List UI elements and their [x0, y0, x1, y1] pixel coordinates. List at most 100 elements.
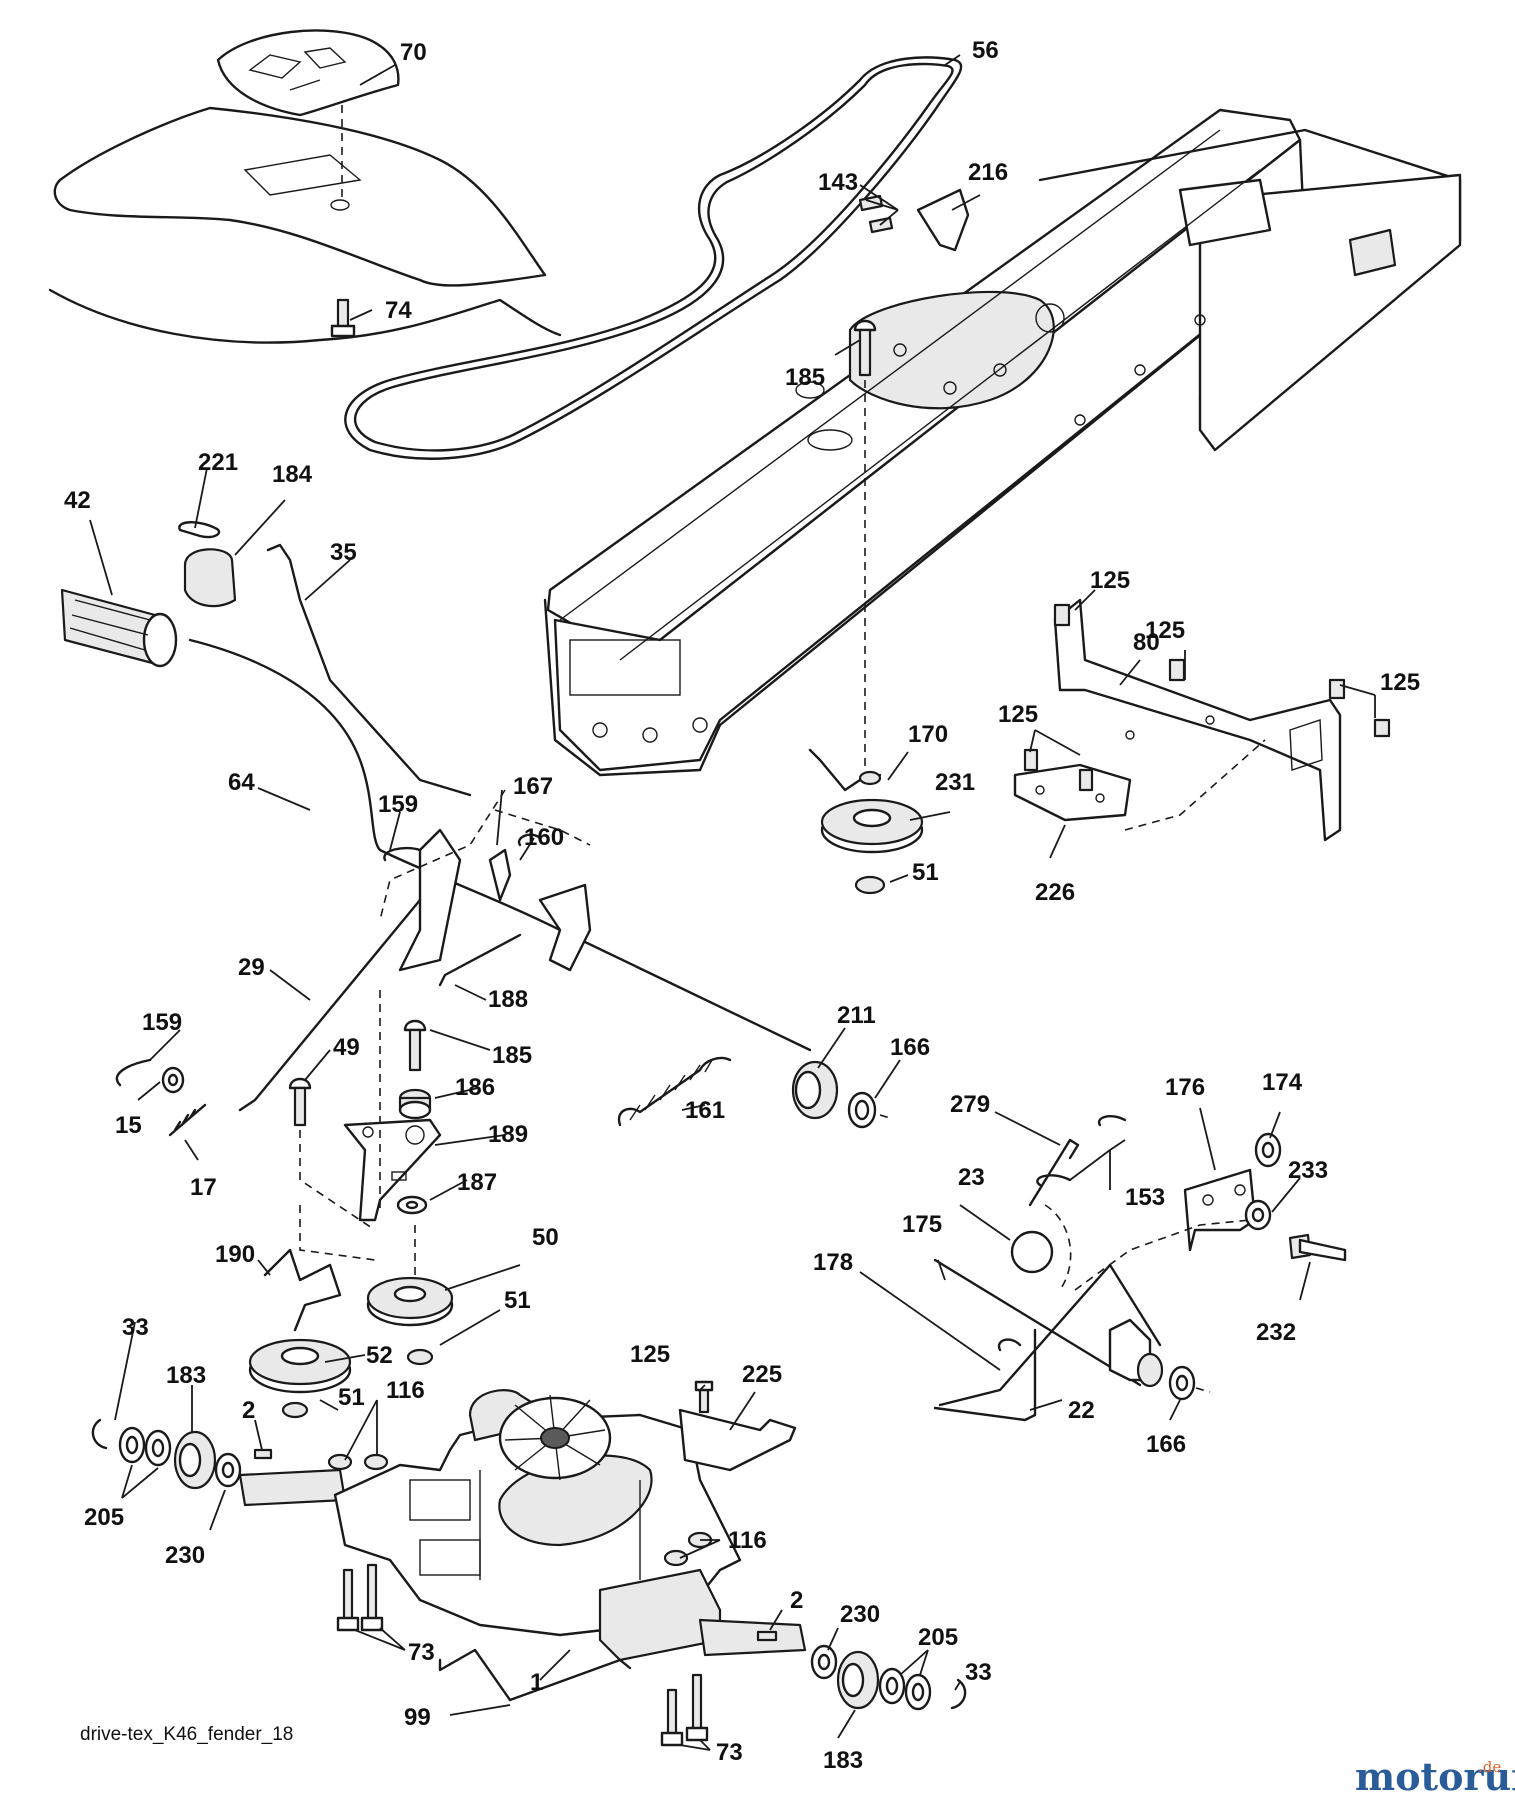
callout-143: 143 — [818, 169, 858, 196]
callout-17: 17 — [190, 1174, 217, 1201]
callout-51a: 51 — [912, 859, 939, 886]
bushing-211 — [791, 1060, 839, 1120]
bracket-225 — [678, 1380, 797, 1472]
bolt-185b — [403, 1019, 427, 1072]
callout-51b: 51 — [504, 1287, 531, 1314]
washer-166b — [1168, 1365, 1196, 1401]
idler-arm-170 — [808, 748, 882, 792]
screw-74 — [330, 298, 356, 338]
callout-221: 221 — [198, 449, 238, 476]
pulley-52 — [248, 1338, 352, 1394]
callout-226: 226 — [1035, 879, 1075, 906]
callout-51c: 51 — [338, 1384, 365, 1411]
callout-170: 170 — [908, 721, 948, 748]
pins-159-160 — [383, 833, 542, 862]
callout-73a: 73 — [408, 1639, 435, 1666]
callout-233: 233 — [1288, 1157, 1328, 1184]
callout-161: 161 — [685, 1097, 725, 1124]
callout-50: 50 — [532, 1224, 559, 1251]
callout-166b: 166 — [1146, 1431, 1186, 1458]
callout-29: 29 — [238, 954, 265, 981]
clips-153 — [1036, 1115, 1127, 1187]
plate-80 — [1013, 598, 1391, 842]
callout-232: 232 — [1256, 1319, 1296, 1346]
callout-189: 189 — [488, 1121, 528, 1148]
cotter-221 — [178, 521, 221, 539]
callout-190: 190 — [215, 1241, 255, 1268]
callout-116b: 116 — [728, 1527, 767, 1554]
callout-70: 70 — [400, 39, 427, 66]
pulley-50 — [366, 1276, 454, 1327]
spring-17 — [168, 1103, 207, 1137]
callout-64: 64 — [228, 769, 255, 796]
callout-183b: 183 — [823, 1747, 863, 1774]
callout-166a: 166 — [890, 1034, 930, 1061]
spring-coils-161 — [629, 1059, 713, 1121]
callout-125b: 125 — [1145, 617, 1185, 644]
fender-cover-part — [48, 29, 562, 344]
callout-225: 225 — [742, 1361, 782, 1388]
callout-205a: 205 — [84, 1504, 124, 1531]
callout-185b: 185 — [492, 1042, 532, 1069]
callout-99: 99 — [404, 1704, 431, 1731]
cotter-159b — [115, 1058, 152, 1087]
callout-52: 52 — [366, 1342, 393, 1369]
callout-15: 15 — [115, 1112, 142, 1139]
bolts-73 — [336, 1563, 709, 1747]
transaxle-1 — [238, 1389, 807, 1662]
nut-51c — [281, 1401, 309, 1419]
callout-42: 42 — [64, 487, 91, 514]
callout-73b: 73 — [716, 1739, 743, 1766]
callout-205b: 205 — [918, 1624, 958, 1651]
ball-23 — [1010, 1230, 1054, 1274]
callout-160: 160 — [524, 824, 564, 851]
rod-188 — [438, 933, 522, 987]
washer-187 — [396, 1195, 428, 1215]
callout-174: 174 — [1262, 1069, 1303, 1096]
callout-211: 211 — [837, 1002, 876, 1029]
bracket-216 — [858, 188, 970, 252]
pulley-231 — [820, 798, 924, 854]
idler-arm-190 — [263, 1248, 342, 1332]
callout-230a: 230 — [165, 1542, 205, 1569]
pedal-shaft-64 — [188, 638, 812, 1052]
callout-159b: 159 — [142, 1009, 182, 1036]
bracket-176 — [1183, 1168, 1257, 1252]
callout-33a: 33 — [122, 1314, 149, 1341]
drive-belt — [344, 56, 963, 460]
callout-231: 231 — [935, 769, 975, 796]
callout-125a: 125 — [1090, 567, 1130, 594]
rod-29 — [238, 898, 422, 1112]
bracket-block — [538, 883, 592, 972]
callout-23: 23 — [958, 1164, 985, 1191]
callout-116a: 116 — [386, 1377, 425, 1404]
nuts-116 — [327, 1453, 713, 1567]
callout-125e: 125 — [630, 1341, 670, 1368]
nut-51b — [406, 1348, 434, 1366]
washer-174 — [1254, 1132, 1282, 1168]
callout-187: 187 — [457, 1169, 497, 1196]
rod-99 — [438, 1648, 632, 1702]
shaft-178-22 — [933, 1263, 1164, 1422]
watermark-logo: motoruf — [1355, 1754, 1515, 1799]
washer-233 — [1244, 1199, 1272, 1231]
callout-80: 80 — [1133, 629, 1160, 656]
diagram-caption: drive-tex_K46_fender_18 — [80, 1724, 293, 1745]
callout-125c: 125 — [1380, 669, 1420, 696]
callout-2a: 2 — [242, 1397, 255, 1424]
bolt-185-top — [853, 319, 877, 377]
leader-lines — [89, 54, 1376, 1751]
callout-74: 74 — [385, 297, 412, 324]
rod-279 — [1028, 1138, 1080, 1207]
callout-49: 49 — [333, 1034, 360, 1061]
pedal-pad-42 — [60, 588, 178, 668]
callout-176: 176 — [1165, 1074, 1205, 1101]
callout-175: 175 — [902, 1211, 942, 1238]
washer-166a — [847, 1091, 877, 1129]
cap-184 — [183, 548, 237, 608]
frame-chassis — [543, 108, 1462, 777]
rod-35 — [266, 543, 472, 797]
washer-15 — [161, 1066, 185, 1094]
rod-175 — [933, 1258, 1142, 1387]
